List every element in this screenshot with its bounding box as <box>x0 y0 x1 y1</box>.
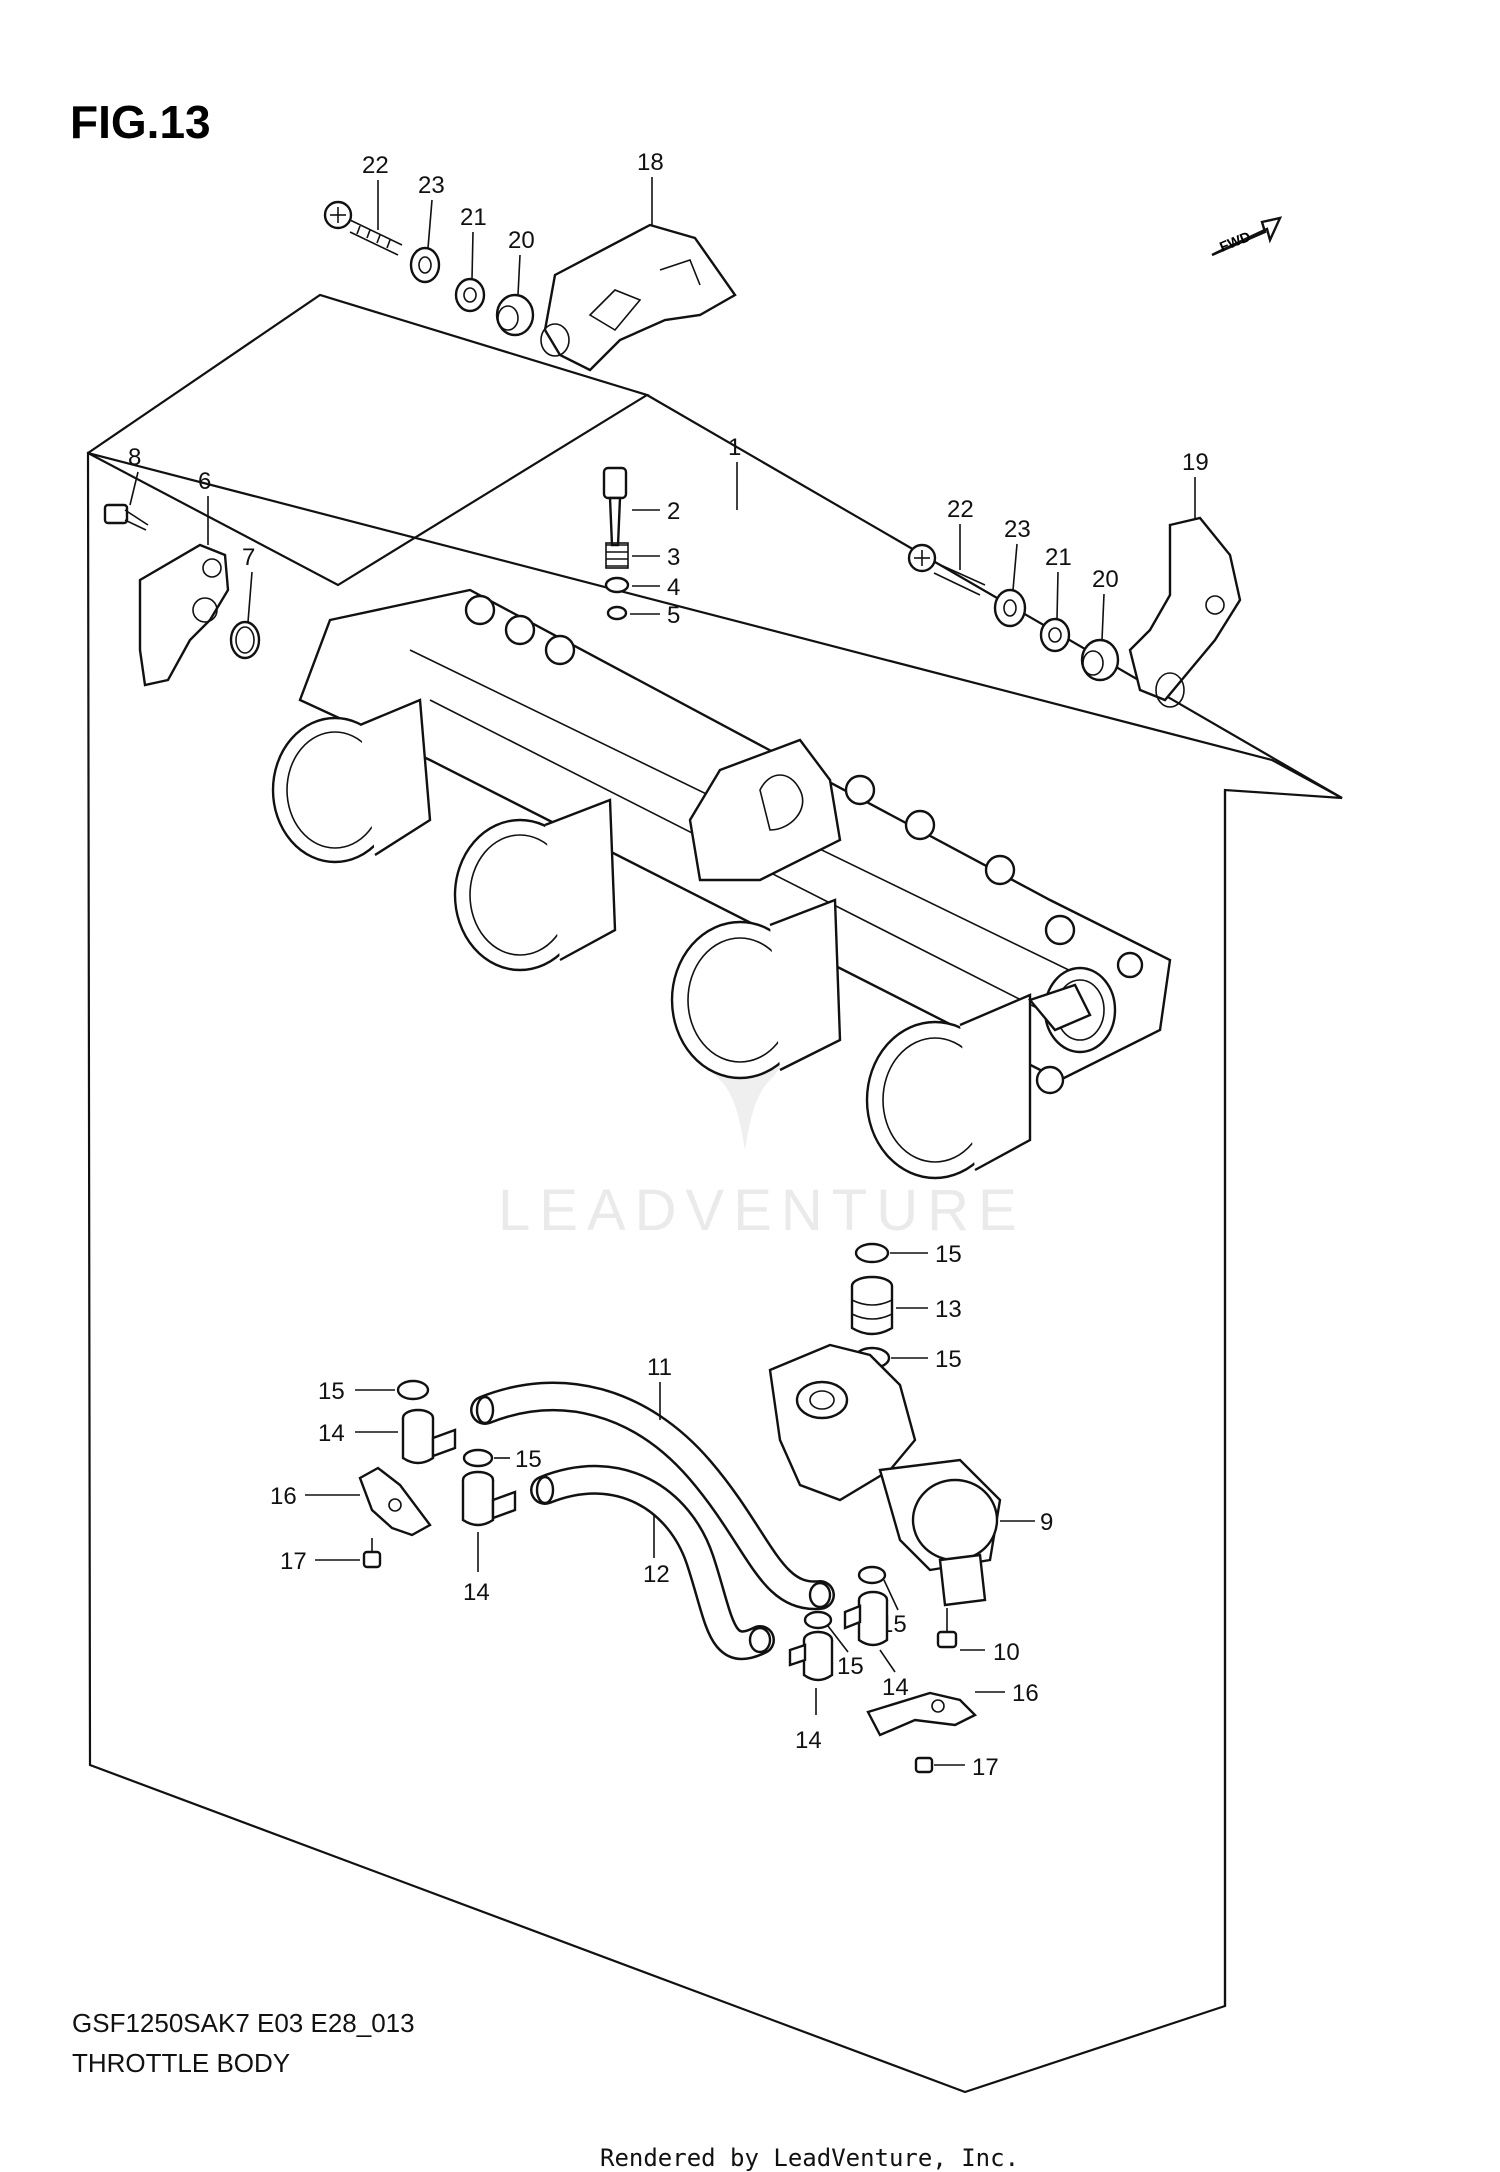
callout-14-right-b: 14 <box>795 1727 822 1754</box>
callout-15-mid: 15 <box>935 1346 962 1373</box>
callout-15-left-b: 15 <box>515 1446 542 1473</box>
screw-10-icon <box>936 1608 958 1649</box>
fwd-arrow-icon: FWD <box>1211 216 1283 257</box>
callout-4: 4 <box>667 574 680 601</box>
rendered-by-credit: Rendered by LeadVenture, Inc. <box>600 2144 1019 2172</box>
callout-23-top: 23 <box>418 172 445 199</box>
callout-10: 10 <box>993 1639 1020 1666</box>
callout-17-right: 17 <box>972 1754 999 1781</box>
callout-19: 19 <box>1182 449 1209 476</box>
callout-14-right-a: 14 <box>882 1674 909 1701</box>
pipe-13-icon <box>850 1275 894 1336</box>
isc-valve-9-icon <box>768 1343 1002 1607</box>
callout-7: 7 <box>242 544 255 571</box>
grommet-20-right-icon <box>1080 638 1120 682</box>
assembly-name: THROTTLE BODY <box>72 2048 290 2078</box>
callout-15-upper: 15 <box>935 1241 962 1268</box>
callout-8: 8 <box>128 444 141 471</box>
screw-8-icon <box>103 503 149 531</box>
bracket-19-icon <box>1128 516 1242 708</box>
callout-6: 6 <box>198 468 211 495</box>
hose-11-icon <box>470 1381 835 1611</box>
callout-9: 9 <box>1040 1509 1053 1536</box>
fitting-14-left-b-icon <box>461 1470 517 1527</box>
callout-22-right: 22 <box>947 496 974 523</box>
screw-22-top-icon <box>323 200 403 256</box>
o-ring-15-right-a-icon <box>857 1565 887 1585</box>
callout-14-left-b: 14 <box>463 1579 490 1606</box>
bracket-18-icon <box>540 223 737 372</box>
washer-4-icon <box>604 576 630 594</box>
callout-20-right: 20 <box>1092 566 1119 593</box>
callout-17-left: 17 <box>280 1548 307 1575</box>
collar-21-top-icon <box>454 277 486 313</box>
spring-3-icon <box>605 542 629 569</box>
callout-11: 11 <box>647 1354 672 1381</box>
o-ring-15-left-a-icon <box>396 1379 430 1401</box>
clamp-16-left-icon <box>358 1466 432 1537</box>
fitting-14-right-b-icon <box>788 1630 834 1682</box>
washer-23-top-icon <box>409 246 441 284</box>
o-ring-5-icon <box>606 605 628 621</box>
grommet-20-top-icon <box>495 293 535 337</box>
callout-16-right: 16 <box>1012 1680 1039 1707</box>
callout-15-right-b: 15 <box>837 1653 864 1680</box>
o-ring-15-upper-icon <box>854 1242 890 1264</box>
callout-21-top: 21 <box>460 204 487 231</box>
svg-text:FWD: FWD <box>1217 228 1253 255</box>
screw-17-right-icon <box>914 1756 934 1774</box>
hose-12-icon <box>530 1464 775 1661</box>
callout-16-left: 16 <box>270 1483 297 1510</box>
callout-12: 12 <box>643 1561 670 1588</box>
throttle-position-sensor-6-icon <box>138 543 230 687</box>
fitting-14-right-a-icon <box>843 1590 889 1647</box>
callout-13: 13 <box>935 1296 962 1323</box>
collar-21-right-icon <box>1039 617 1071 653</box>
adjust-screw-2-icon <box>602 466 628 547</box>
watermark-text: LEADVENTURE <box>498 1178 1026 1243</box>
o-ring-15-left-b-icon <box>462 1448 494 1468</box>
callout-2: 2 <box>667 498 680 525</box>
o-ring-15-right-b-icon <box>803 1610 833 1630</box>
callout-1: 1 <box>728 434 741 461</box>
callout-22-top: 22 <box>362 152 389 179</box>
callout-15-left-a: 15 <box>318 1378 345 1405</box>
fitting-14-left-a-icon <box>401 1408 457 1465</box>
callout-5: 5 <box>667 602 680 629</box>
screw-17-left-icon <box>362 1538 382 1569</box>
figure-title: FIG.13 <box>70 96 211 148</box>
callout-14-left-a: 14 <box>318 1420 345 1447</box>
throttle-body-assembly <box>271 588 1172 1180</box>
callout-21-right: 21 <box>1045 544 1072 571</box>
callout-18: 18 <box>637 149 664 176</box>
o-ring-7-icon <box>229 620 261 660</box>
callout-23-right: 23 <box>1004 516 1031 543</box>
assembly-frame-lines <box>87 293 1343 2006</box>
clamp-16-right-icon <box>866 1691 978 1737</box>
callout-3: 3 <box>667 544 680 571</box>
washer-23-right-icon <box>993 588 1027 628</box>
assembly-outline <box>86 451 1343 2094</box>
model-code: GSF1250SAK7 E03 E28_013 <box>72 2008 415 2038</box>
callout-20-top: 20 <box>508 227 535 254</box>
screw-22-right-icon <box>907 543 986 596</box>
